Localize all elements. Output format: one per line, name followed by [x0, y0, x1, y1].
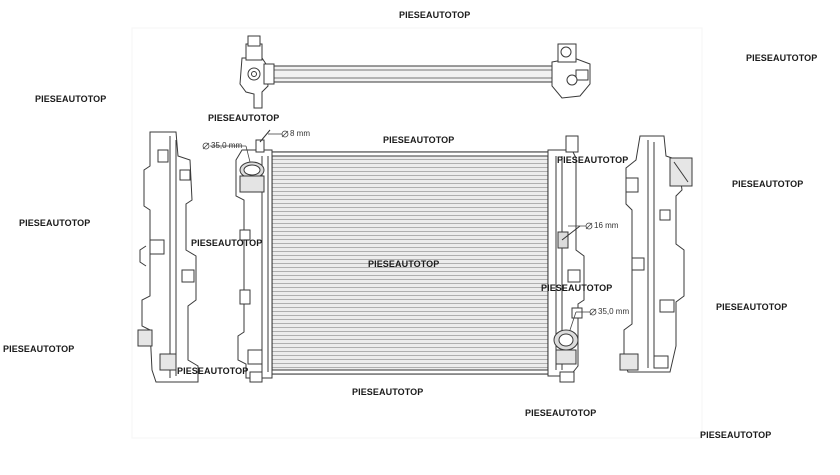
- watermark: PIESEAUTOTOP: [541, 283, 613, 293]
- watermark: PIESEAUTOTOP: [557, 155, 629, 165]
- watermark: PIESEAUTOTOP: [383, 135, 455, 145]
- watermark: PIESEAUTOTOP: [208, 113, 280, 123]
- watermark: PIESEAUTOTOP: [746, 53, 818, 63]
- watermark: PIESEAUTOTOP: [35, 94, 107, 104]
- background-silhouette: [131, 27, 703, 439]
- dimension-label-vent: 8 mm: [290, 129, 310, 138]
- watermark: PIESEAUTOTOP: [399, 10, 471, 20]
- dimension-markers: [202, 130, 597, 316]
- watermark: PIESEAUTOTOP: [716, 302, 788, 312]
- right-tank: [547, 135, 585, 383]
- left-side-view: [137, 131, 199, 383]
- radiator-core: [271, 151, 549, 375]
- watermark: PIESEAUTOTOP: [732, 179, 804, 189]
- right-side-view: [619, 135, 693, 373]
- dimension-label-outlet: 35,0 mm: [211, 141, 243, 150]
- dimension-leaders: [210, 133, 590, 331]
- watermark: PIESEAUTOTOP: [191, 238, 263, 248]
- watermark: PIESEAUTOTOP: [177, 366, 249, 376]
- dimension-label-side-port: 16 mm: [594, 221, 619, 230]
- watermark: PIESEAUTOTOP: [352, 387, 424, 397]
- dimension-label-inlet: 35,0 mm: [598, 307, 630, 316]
- left-tank: [235, 129, 273, 383]
- top-view: [239, 35, 591, 109]
- watermark: PIESEAUTOTOP: [19, 218, 91, 228]
- watermark: PIESEAUTOTOP: [3, 344, 75, 354]
- watermark: PIESEAUTOTOP: [700, 430, 772, 440]
- watermark: PIESEAUTOTOP: [525, 408, 597, 418]
- watermark: PIESEAUTOTOP: [368, 259, 440, 269]
